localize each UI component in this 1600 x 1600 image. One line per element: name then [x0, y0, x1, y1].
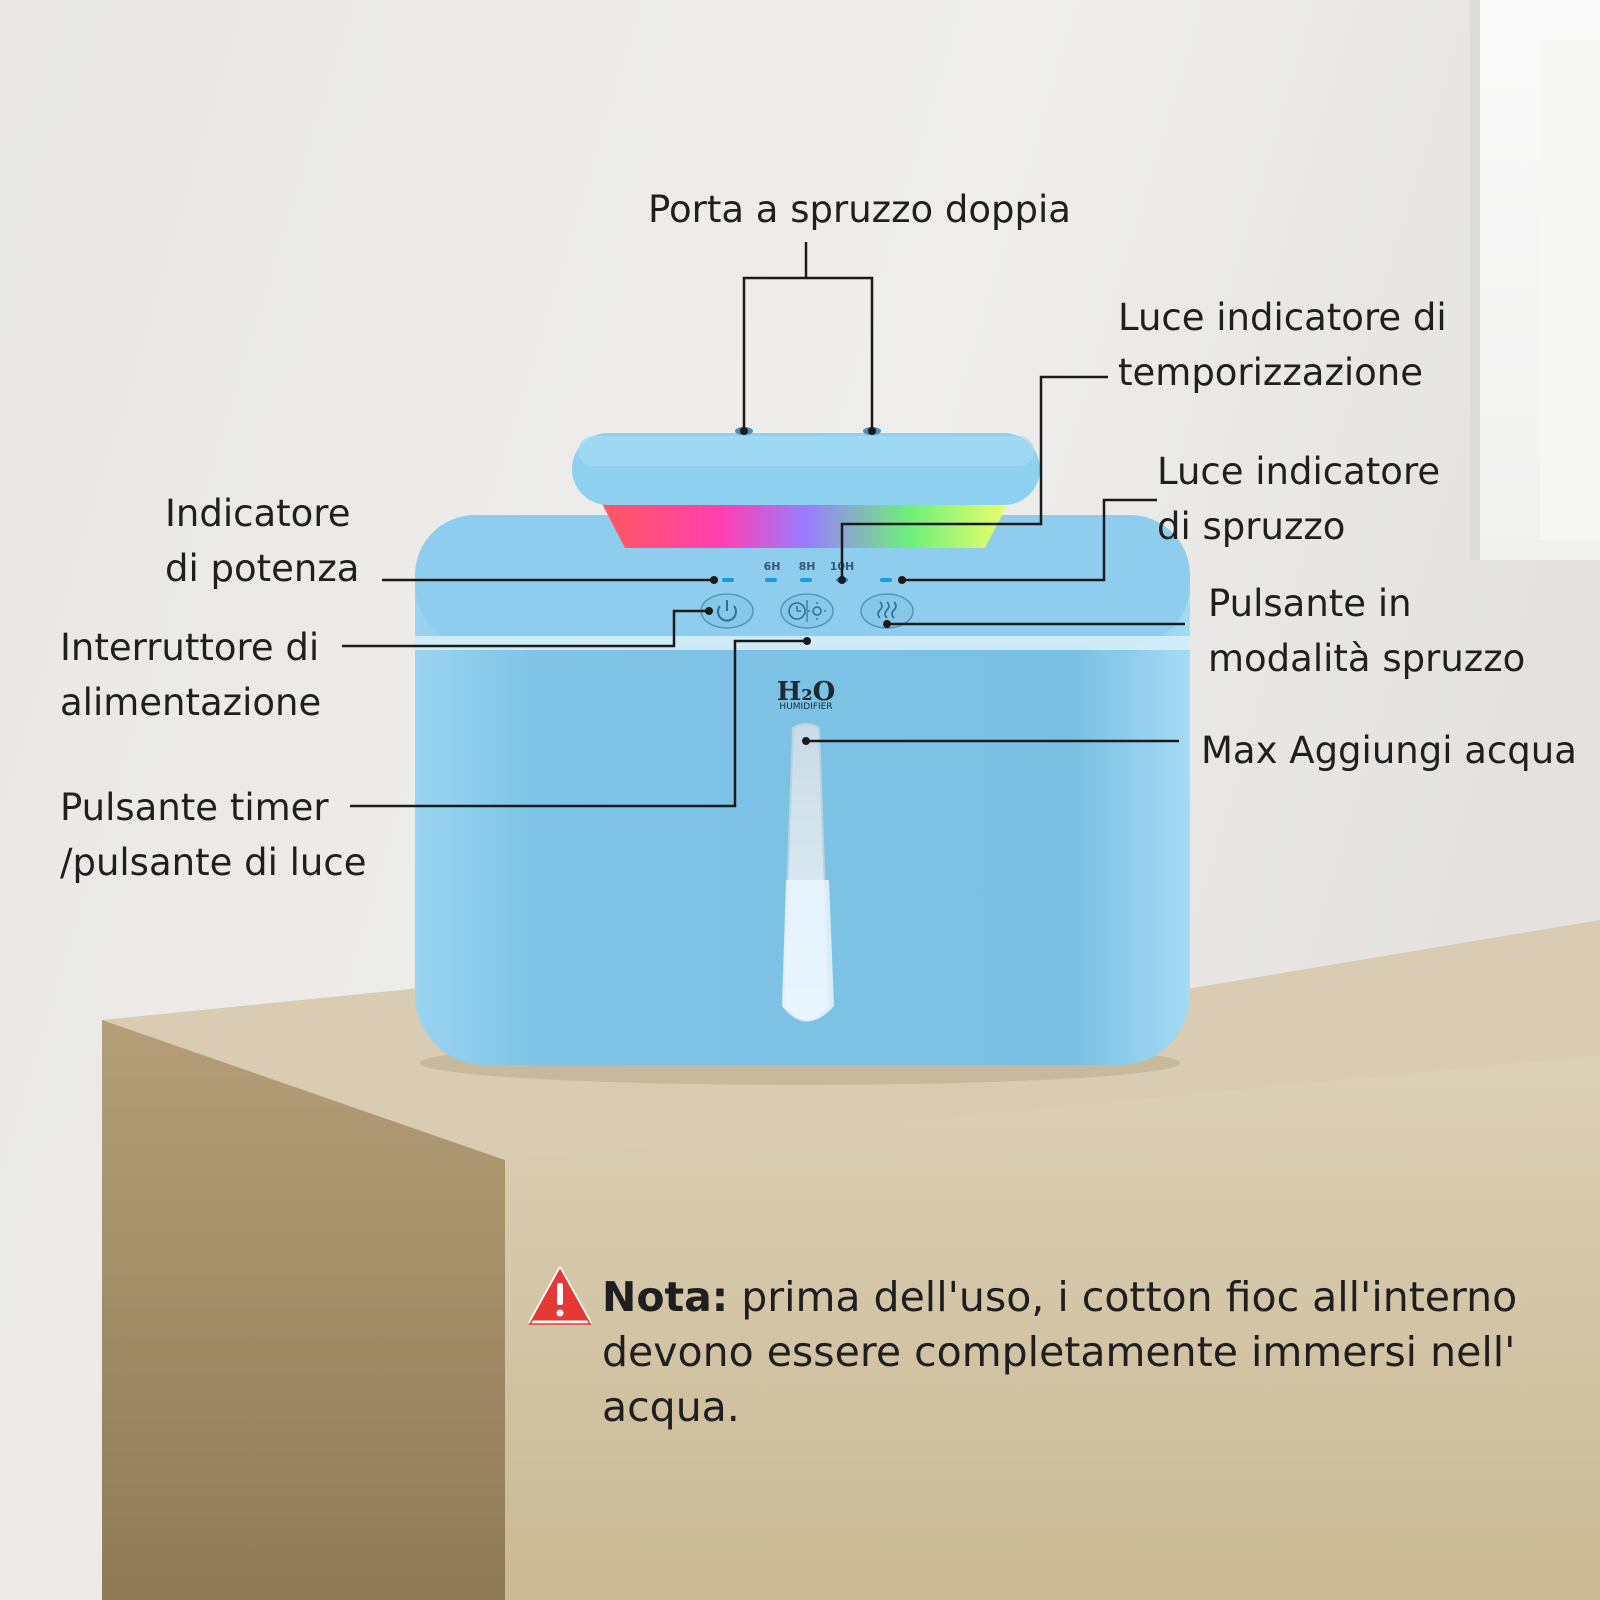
note-text-3: acqua.: [602, 1383, 740, 1431]
line-spray-light: [902, 498, 1157, 582]
callout-spray-light-line1: Luce indicatore: [1157, 450, 1441, 493]
callout-dots: [705, 427, 906, 745]
line-dual-spray-right: [806, 276, 874, 431]
line-power-switch: [342, 609, 709, 648]
note-text-1: prima dell'uso, i cotton fioc all'intern…: [728, 1273, 1518, 1321]
mist-icon: [877, 601, 897, 619]
callout-power-indicator-line1: Indicatore: [165, 492, 351, 535]
callout-dual-spray-text: Porta a spruzzo doppia: [648, 188, 1071, 231]
window-pane: [1540, 40, 1600, 540]
callout-timer-light-line1: Luce indicatore di: [1118, 296, 1447, 339]
water-fill: [782, 880, 834, 1021]
line-timer-button: [350, 639, 807, 808]
spray-led: [880, 578, 892, 582]
callout-power-switch-line1: Interruttore di: [60, 626, 320, 669]
timer-label-8h: 8H: [799, 560, 816, 573]
sun-icon: [808, 602, 826, 620]
callout-timer-light-line2: temporizzazione: [1118, 351, 1423, 394]
power-led: [722, 578, 734, 582]
callout-power-switch-line2: alimentazione: [60, 681, 322, 724]
callout-timer-button-line1: Pulsante timer: [60, 786, 329, 829]
callout-timer-light: Luce indicatore di temporizzazione: [1118, 290, 1447, 400]
box-front: [505, 1050, 1600, 1600]
callout-max-water-text: Max Aggiungi acqua: [1201, 729, 1577, 772]
callout-spray-light: Luce indicatore di spruzzo: [1157, 444, 1440, 554]
note-line-1: Nota: prima dell'uso, i cotton fioc all'…: [602, 1270, 1582, 1325]
timer-led-6h: [765, 578, 777, 582]
callout-timer-light-button: Pulsante timer /pulsante di luce: [60, 780, 366, 890]
timer-led-8h: [800, 578, 812, 582]
logo-main: H₂O: [777, 677, 836, 707]
callout-spray-mode-line2: modalità spruzzo: [1208, 637, 1526, 680]
callout-max-water: Max Aggiungi acqua: [1201, 723, 1577, 778]
note-label: Nota:: [602, 1273, 729, 1321]
timer-light-button[interactable]: [780, 593, 834, 629]
lid-seam: [415, 636, 1190, 650]
note-text-2: devono essere completamente immersi nell…: [602, 1328, 1516, 1376]
logo-sub: HUMIDIFIER: [779, 702, 832, 712]
clock-icon: [788, 602, 806, 620]
box-left-side: [102, 1020, 505, 1600]
usage-note: Nota: prima dell'uso, i cotton fioc all'…: [602, 1270, 1582, 1435]
callout-timer-button-line2: /pulsante di luce: [60, 841, 367, 884]
warning-icon: [528, 1266, 592, 1325]
callout-power-indicator: Indicatore di potenza: [165, 486, 359, 596]
lid-cap-highlight: [578, 436, 1034, 466]
power-icon: [717, 600, 737, 622]
window-frame: [1470, 0, 1480, 560]
timer-label-6h: 6H: [764, 560, 781, 573]
callout-power-indicator-line2: di potenza: [165, 547, 360, 590]
line-timer-light: [840, 375, 1108, 580]
callout-power-switch: Interruttore di alimentazione: [60, 620, 321, 730]
callout-lines: [342, 242, 1185, 808]
callout-spray-mode-button: Pulsante in modalità spruzzo: [1208, 576, 1525, 686]
callout-spray-light-line2: di spruzzo: [1157, 505, 1346, 548]
line-dual-spray: [742, 242, 808, 431]
callout-spray-mode-line1: Pulsante in: [1208, 582, 1412, 625]
callout-dual-spray-port: Porta a spruzzo doppia: [648, 182, 1071, 237]
